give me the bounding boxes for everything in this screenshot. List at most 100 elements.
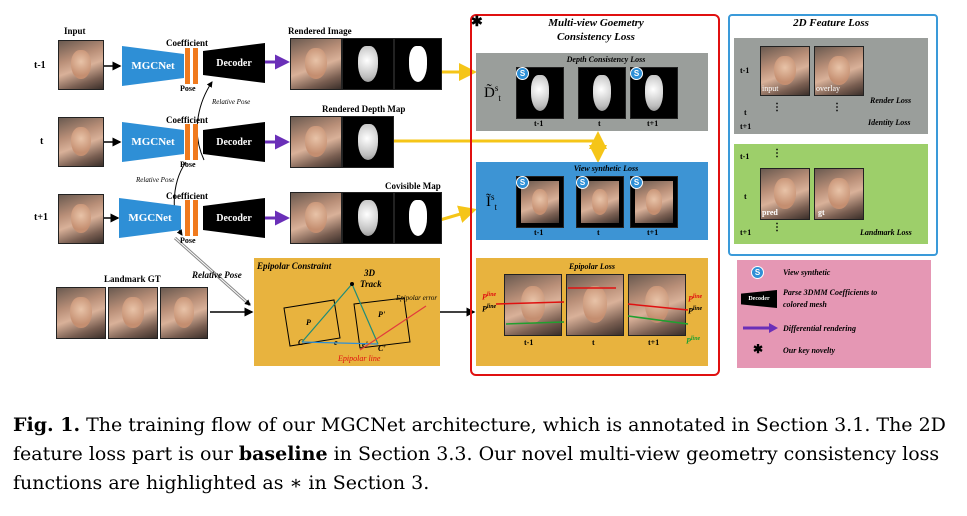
relative-pose-label-top: Relative Pose: [212, 98, 251, 106]
e-prime-label: e': [362, 340, 368, 349]
legend-diff-render: Differential rendering: [783, 324, 856, 333]
coefficient-bar-tb: [193, 124, 198, 160]
depth-symbol-letter: D̃: [484, 85, 495, 101]
p-line-left-black: Pline: [482, 304, 496, 314]
depth-frame-t: [578, 67, 626, 119]
coefficient-label-t: Coefficient: [166, 115, 208, 125]
landmark-gt-image-3: [160, 287, 208, 339]
landmark-gt-label: Landmark GT: [104, 274, 161, 284]
rendered-input-t: [290, 116, 342, 168]
epipolar-frame-t-minus-1: [504, 274, 562, 336]
p-line-letter-4: P: [688, 306, 693, 316]
input-label: Input: [64, 26, 86, 36]
feature-input-tag: input: [762, 84, 779, 93]
legend-purple-arrow-icon: [743, 323, 778, 333]
caption-baseline: baseline: [238, 443, 328, 465]
feature-loss-title: 2D Feature Loss: [793, 17, 869, 29]
depth-label-t: t: [598, 119, 601, 128]
epipolar-frame-t-plus-1: [628, 274, 686, 336]
p-line-sup-2: line: [486, 304, 497, 310]
figure-caption: Fig. 1. The training flow of our MGCNet …: [13, 411, 958, 498]
coefficient-bar-t-plus-1b: [193, 200, 198, 236]
p-line-sup-3: line: [692, 294, 703, 300]
landmark-gt-tag: gt: [818, 208, 825, 217]
view-label-t: t: [597, 228, 600, 237]
mgcnet-block-t-plus-1: MGCNet: [119, 198, 181, 238]
relative-pose-curve-top: [196, 81, 213, 161]
depth-symbol-sub: t: [498, 93, 501, 103]
feature-row-t: t: [744, 108, 747, 117]
p-line-right-black: Pline: [688, 306, 702, 316]
render-loss-label: Render Loss: [870, 96, 912, 105]
feature-overlay-tag: overlay: [816, 84, 840, 93]
rendered-depth-t: [342, 116, 394, 168]
landmark-gt-image-2: [108, 287, 158, 339]
coefficient-bar-t-minus-1b: [193, 48, 198, 84]
epipolar-geometry-drawing: [283, 282, 427, 351]
landmark-dots-2: ⋮: [772, 222, 782, 233]
pose-label-t: Pose: [180, 160, 196, 169]
epipolar-label-t-minus-1: t-1: [524, 338, 534, 347]
landmark-panel: t-1 ⋮ t pred gt t+1 ⋮ Landmark Loss: [734, 144, 928, 244]
coefficient-label-t-minus-1: Coefficient: [166, 38, 208, 48]
legend-s-badge: S: [751, 266, 764, 279]
feature-dots-2: ⋮: [832, 102, 842, 113]
flow-connectors: [103, 54, 607, 317]
p-line-left-red: Pline: [482, 292, 496, 302]
p-line-right-green: Pline: [686, 336, 700, 346]
landmark-row-t: t: [744, 192, 747, 201]
legend-decoder-desc-1: Parse 3DMM Coefficients to: [783, 288, 878, 297]
epipolar-line-label: Epipolar line: [338, 354, 381, 363]
epipolar-loss-lines: [495, 287, 689, 325]
view-label-t-plus-1: t+1: [647, 228, 659, 237]
legend-decoder-desc-2: colored mesh: [783, 300, 827, 309]
feature-row-t-minus-1: t-1: [740, 66, 750, 75]
coefficient-bar-t-plus-1: [185, 200, 190, 236]
p-label: P: [306, 318, 311, 327]
rendered-depth-label: Rendered Depth Map: [322, 104, 406, 114]
mgcnet-block-t: MGCNet: [122, 122, 184, 162]
s-badge-view-1: S: [516, 176, 529, 189]
landmark-dots-1: ⋮: [772, 148, 782, 159]
s-badge-depth-1: S: [516, 67, 529, 80]
epipolar-constraint-panel: Epipolar Constraint 3D Track Epipolar er…: [254, 258, 440, 366]
feature-input-image: [760, 46, 810, 96]
pose-label-t-minus-1: Pose: [180, 84, 196, 93]
rendered-depth-t-plus-1: [342, 192, 394, 244]
caption-fig-label: Fig. 1.: [13, 414, 81, 436]
view-symbol-letter: Ĩ: [486, 194, 491, 210]
caption-part-2: in Section 3.3. Our novel multi-view geo…: [13, 443, 940, 494]
p-line-right-red: Pline: [688, 294, 702, 304]
depth-consistency-title: Depth Consistency Loss: [566, 55, 646, 64]
feature-dots-1: ⋮: [772, 102, 782, 113]
rendered-input-t-plus-1: [290, 192, 342, 244]
landmark-pred-tag: pred: [762, 208, 778, 217]
epipolar-label-t: t: [592, 338, 595, 347]
track-label-1: 3D: [364, 268, 375, 278]
epipolar-frame-t: [566, 274, 624, 336]
yellow-arrow-covisible: [439, 205, 477, 223]
rendered-input-t-minus-1: [290, 38, 342, 90]
rendered-image-label: Rendered Image: [288, 26, 352, 36]
feature-overlay-image: [814, 46, 864, 96]
identity-loss-label: Identity Loss: [868, 118, 911, 127]
row-label-t-plus-1: t+1: [34, 212, 49, 223]
s-badge-view-3: S: [630, 176, 643, 189]
row-label-t-minus-1: t-1: [34, 60, 46, 71]
p-line-sup-5: line: [690, 336, 701, 342]
legend-decoder-tag: Decoder: [748, 296, 770, 302]
view-synthetic-panel: View synthetic Loss Ĩst S S S t-1 t t+1: [476, 162, 708, 240]
depth-symbol: D̃st: [484, 83, 501, 103]
view-symbol-sup: s: [491, 192, 495, 202]
p-line-sup-4: line: [692, 306, 703, 312]
landmark-gt-image-1: [56, 287, 106, 339]
view-synthetic-title: View synthetic Loss: [573, 164, 639, 173]
epipolar-label-t-plus-1: t+1: [648, 338, 660, 347]
render-identity-panel: t-1 input overlay Render Loss t ⋮ ⋮ t+1 …: [734, 38, 928, 134]
p-line-letter-5: P: [686, 336, 691, 346]
pose-label-t-plus-1: Pose: [180, 236, 196, 245]
landmark-gt-image: [814, 168, 864, 220]
input-image-t: [58, 117, 104, 167]
depth-consistency-panel: Depth Consistency Loss D̃st S S t-1 t t+…: [476, 53, 708, 131]
mvgc-star: ✱: [471, 15, 483, 30]
